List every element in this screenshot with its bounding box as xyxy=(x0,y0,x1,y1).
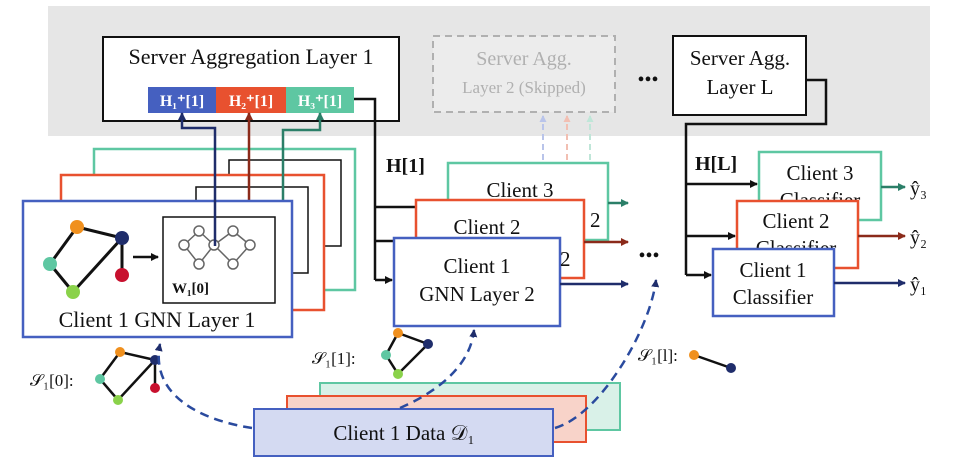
server-aggL-title-2: Layer L xyxy=(706,75,773,99)
client1-layer1-title: Client 1 GNN Layer 1 xyxy=(59,307,256,332)
server-aggregation-layer-1: Server Aggregation Layer 1 H₁⁺[1] H₂⁺[1]… xyxy=(102,36,400,122)
hL-label: H[L] xyxy=(695,153,737,175)
client1-gnn-layer2: 2 Client 1 GNN Layer 2 xyxy=(392,236,571,328)
svg-text:Client 3: Client 3 xyxy=(786,161,853,185)
subgraph-s1-1-label: 𝒮₁[1]: xyxy=(312,349,356,368)
output-y2: ŷ₂ xyxy=(910,227,927,249)
subgraph-s1-1: 𝒮₁[1]: xyxy=(312,328,433,379)
layer-ellipsis: ••• xyxy=(638,245,659,267)
graph-node-red xyxy=(115,268,129,282)
client1-classifier: Client 1 Classifier xyxy=(711,247,836,318)
server-agg2-title-2: Layer 2 (Skipped) xyxy=(462,78,586,97)
svg-text:Client 2: Client 2 xyxy=(453,215,520,239)
data-to-layer1-arrow xyxy=(154,343,253,430)
subgraph-s1-l: 𝒮₁[l]: xyxy=(638,346,736,373)
graph-node-lime xyxy=(66,285,80,299)
client1-gnn-layer1: W₁[0] Client 1 GNN Layer 1 xyxy=(21,199,294,339)
h-tag-client3 xyxy=(286,87,354,113)
subgraph-s1-0-label: 𝒮₁[0]: xyxy=(30,371,74,390)
h1-broadcast xyxy=(354,97,377,280)
weights-box xyxy=(162,216,276,304)
client1-data-card: Client 1 Data 𝒟₁ xyxy=(253,408,554,457)
graph-node-teal xyxy=(43,257,57,271)
svg-text:Client 1: Client 1 xyxy=(739,258,806,282)
h1-label: H[1] xyxy=(386,155,425,177)
output-y1: ŷ₁ xyxy=(910,274,927,296)
server-agg1-title: Server Aggregation Layer 1 xyxy=(129,44,374,69)
graph-node-navy xyxy=(115,231,129,245)
weights-label: W₁[0] xyxy=(172,281,209,297)
h-tag-client1 xyxy=(148,87,216,113)
client1-layer2-title-2: GNN Layer 2 xyxy=(419,282,534,306)
svg-text:2: 2 xyxy=(560,247,571,271)
client1-layer2-title-1: Client 1 xyxy=(443,254,510,278)
graph-node-orange xyxy=(70,220,84,234)
svg-text:Client 2: Client 2 xyxy=(762,209,829,233)
connector-client3-to-agg xyxy=(281,112,324,200)
hL-broadcast xyxy=(684,78,828,275)
h-tag-client2-label: H₂⁺[1] xyxy=(229,93,273,110)
svg-text:Client 3: Client 3 xyxy=(486,178,553,202)
output-y3: ŷ₃ xyxy=(910,178,927,200)
client1-data-label: Client 1 Data 𝒟₁ xyxy=(333,421,474,445)
subgraph-s1-0: 𝒮₁[0]: xyxy=(30,347,160,405)
server-ellipsis: ••• xyxy=(637,69,658,91)
connector-client1-to-agg xyxy=(178,112,217,246)
svg-text:2: 2 xyxy=(590,208,601,232)
h-tag-client2 xyxy=(216,87,286,113)
data-to-classifier-arrow xyxy=(554,279,660,430)
server-agg2-title-1: Server Agg. xyxy=(476,48,572,70)
h-tag-client3-label: H₃⁺[1] xyxy=(298,93,342,110)
svg-text:Classifier: Classifier xyxy=(733,285,813,309)
server-aggregation-layer-L: Server Agg. Layer L xyxy=(672,35,807,116)
subgraph-s1-l-label: 𝒮₁[l]: xyxy=(638,346,678,365)
server-aggregation-layer-2-skipped: Server Agg. Layer 2 (Skipped) xyxy=(432,35,616,113)
server-aggL-title-1: Server Agg. xyxy=(690,46,790,70)
h-tag-client1-label: H₁⁺[1] xyxy=(160,93,204,110)
